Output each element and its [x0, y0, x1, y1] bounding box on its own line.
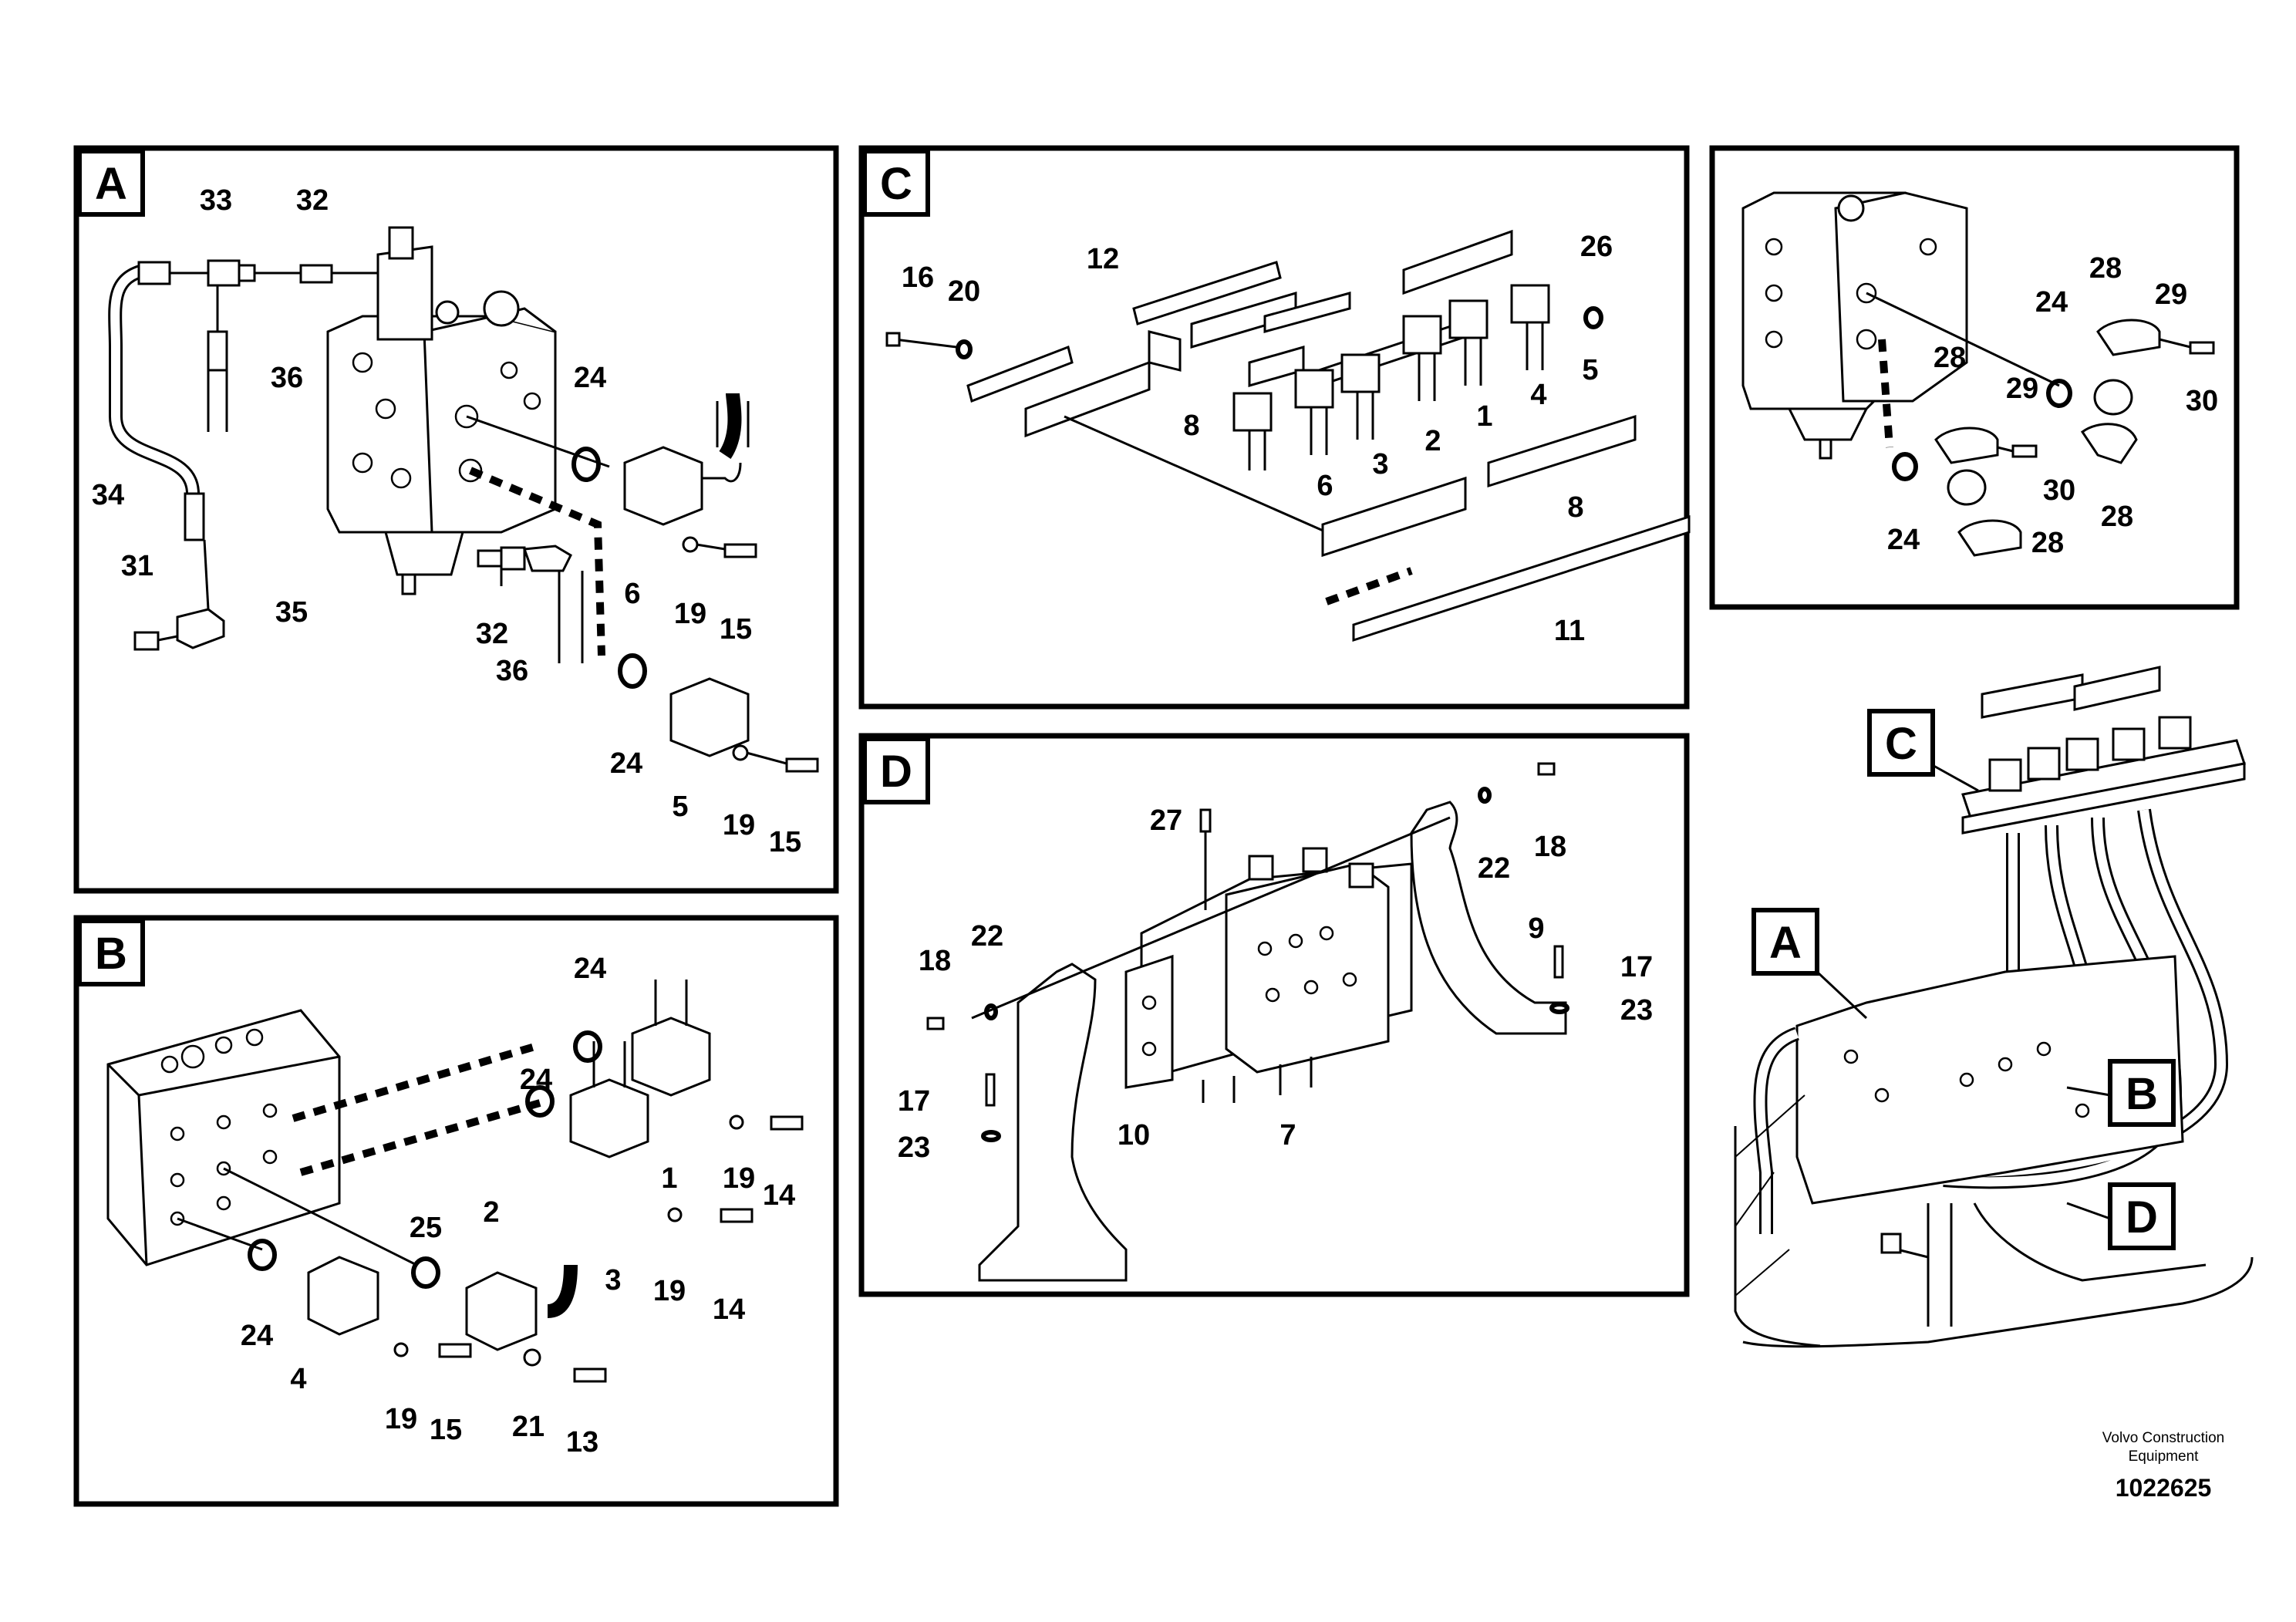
callout: 19 — [385, 1403, 417, 1435]
callout: 31 — [121, 550, 153, 582]
callout: 24 — [610, 747, 642, 780]
callout: 9 — [1528, 912, 1544, 945]
drawing-number: 1022625 — [2116, 1474, 2212, 1502]
control-valve-a — [326, 226, 557, 595]
panel-a-callouts: 33 32 36 24 34 31 35 6 19 15 32 36 24 5 … — [92, 184, 801, 858]
callout: 15 — [430, 1414, 462, 1446]
overview-assembly — [1734, 666, 2254, 1348]
panel-c-letter: C — [880, 159, 912, 209]
callout: 11 — [1554, 615, 1585, 647]
panel-e-callouts: 28 29 24 28 29 30 30 28 24 28 — [1887, 252, 2218, 559]
callout: 22 — [1478, 852, 1510, 885]
callout: 2 — [1424, 425, 1441, 457]
callout: 3 — [1372, 448, 1388, 481]
panel-c-callouts: 12 16 20 26 8 1 4 5 6 3 2 8 11 — [902, 231, 1613, 647]
callout: 5 — [672, 791, 688, 823]
callout: 17 — [898, 1085, 930, 1118]
callout: 28 — [2089, 252, 2122, 285]
callout: 19 — [723, 809, 755, 841]
callout: 24 — [1887, 524, 1920, 556]
callout: 4 — [1530, 379, 1546, 411]
callout: 28 — [2031, 527, 2064, 559]
callout: 33 — [200, 184, 232, 217]
callout: 17 — [1620, 951, 1653, 983]
brand-line-2: Equipment — [2129, 1448, 2200, 1465]
callout: 19 — [723, 1162, 755, 1195]
overview-label-d: D — [2126, 1192, 2158, 1243]
panel-a: A — [73, 145, 839, 894]
callout: 19 — [653, 1275, 686, 1307]
callout: 6 — [624, 578, 640, 610]
callout: 34 — [92, 479, 124, 511]
callout: 30 — [2186, 385, 2218, 417]
callout: 24 — [2035, 286, 2068, 319]
callout: 3 — [605, 1264, 621, 1297]
callout: 10 — [1118, 1119, 1150, 1152]
overview-label-b: B — [2126, 1069, 2158, 1119]
panel-d-callouts: 27 22 18 9 18 22 17 23 10 7 17 23 — [898, 804, 1653, 1164]
callout: 16 — [902, 261, 934, 294]
panel-c: C — [858, 145, 1691, 710]
callout: 24 — [520, 1064, 552, 1096]
callout: 13 — [566, 1426, 598, 1458]
callout: 5 — [1582, 354, 1598, 386]
callout: 28 — [2101, 501, 2133, 533]
overview-label-c: C — [1885, 719, 1917, 769]
callout: 24 — [574, 953, 606, 985]
callout: 30 — [2043, 474, 2075, 507]
footer: Volvo Construction Equipment 1022625 — [2102, 1430, 2224, 1502]
callout: 32 — [296, 184, 329, 217]
solenoid-group — [1232, 284, 1550, 470]
panel-b: B — [73, 915, 839, 1507]
callout: 1 — [661, 1162, 677, 1195]
callout: 24 — [241, 1320, 273, 1352]
callout: 12 — [1087, 243, 1119, 275]
callout: 18 — [1534, 831, 1566, 863]
callout: 15 — [720, 613, 752, 646]
callout: 28 — [1934, 342, 1966, 374]
panel-b-letter: B — [95, 929, 127, 979]
callout: 26 — [1580, 231, 1613, 263]
callout: 32 — [476, 618, 508, 650]
callout: 19 — [674, 598, 706, 630]
callout: 36 — [496, 655, 528, 687]
panel-b-callouts: 24 24 1 19 14 25 2 3 19 14 24 4 19 15 21… — [241, 953, 795, 1458]
valve-body-e — [1741, 191, 1968, 460]
callout: 15 — [769, 826, 801, 858]
callout: 1 — [1476, 400, 1492, 433]
panel-e — [1709, 145, 2240, 610]
callout: 35 — [275, 596, 308, 629]
callout: 4 — [290, 1363, 306, 1395]
callout: 21 — [512, 1411, 544, 1443]
callout: 14 — [763, 1179, 795, 1212]
callout: 23 — [898, 1131, 930, 1164]
callout: 25 — [410, 1212, 442, 1244]
callout: 7 — [1279, 1119, 1296, 1152]
callout: 14 — [713, 1293, 745, 1326]
overview-label-a: A — [1769, 918, 1802, 968]
callout: 22 — [971, 920, 1003, 953]
callout: 18 — [919, 945, 951, 977]
brand-line-1: Volvo Construction — [2102, 1430, 2224, 1446]
panel-d-letter: D — [880, 747, 912, 797]
callout: 20 — [948, 275, 980, 308]
callout: 8 — [1183, 410, 1199, 442]
callout: 2 — [483, 1196, 499, 1229]
callout: 24 — [574, 362, 606, 394]
overview-labels: C A B D — [1752, 709, 2176, 1250]
callout: 29 — [2155, 278, 2187, 311]
callout: 36 — [271, 362, 303, 394]
callout: 6 — [1317, 470, 1333, 502]
callout: 27 — [1150, 804, 1182, 837]
callout: 23 — [1620, 994, 1653, 1027]
panel-a-letter: A — [95, 159, 127, 209]
callout: 29 — [2006, 373, 2038, 405]
callout: 8 — [1567, 491, 1583, 524]
panel-d: D — [858, 733, 1690, 1297]
